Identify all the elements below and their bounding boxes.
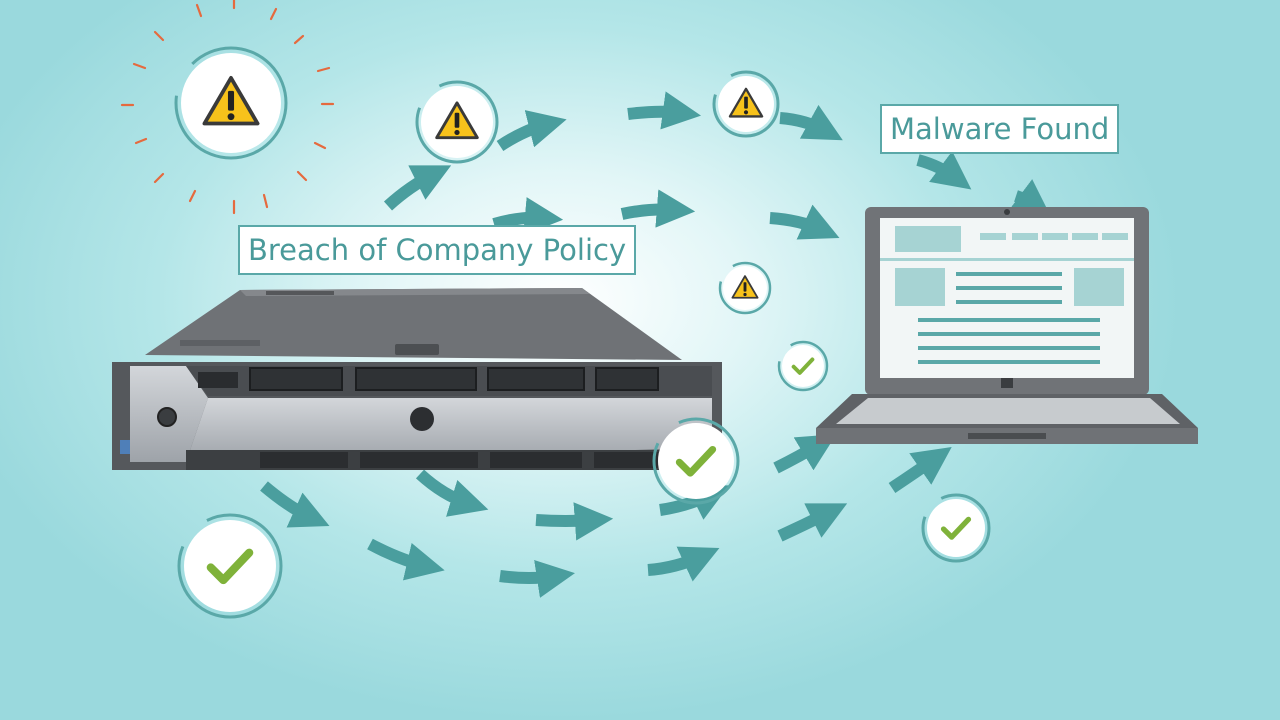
arrow	[773, 434, 837, 474]
arrow	[769, 204, 840, 240]
warning-marker-large	[174, 46, 288, 160]
arrow	[496, 110, 567, 152]
arrow	[383, 165, 452, 211]
arrow	[415, 469, 489, 517]
laptop	[816, 207, 1198, 444]
warning-marker	[712, 70, 780, 138]
flow-arrows	[260, 91, 1052, 598]
check-marker	[777, 340, 829, 392]
arrow	[888, 446, 952, 493]
burst-lines	[120, 0, 335, 215]
arrow	[627, 91, 702, 130]
malware-found-label: Malware Found	[880, 104, 1120, 154]
server-rack	[112, 288, 722, 470]
arrow	[260, 481, 330, 528]
arrow	[620, 189, 696, 228]
warning-marker	[718, 261, 772, 315]
arrow	[647, 546, 720, 582]
check-marker-medium	[652, 417, 740, 505]
arrow	[916, 151, 972, 190]
check-marker-large	[177, 513, 283, 619]
arrow	[777, 503, 848, 542]
warning-marker	[415, 80, 499, 164]
check-marker	[921, 493, 991, 563]
arrow	[367, 538, 445, 581]
arrow	[1009, 179, 1052, 218]
arrow	[499, 559, 575, 598]
breach-policy-label: Breach of Company Policy	[238, 225, 637, 275]
arrow	[492, 197, 564, 236]
arrow	[779, 104, 843, 141]
arrow	[535, 502, 614, 541]
